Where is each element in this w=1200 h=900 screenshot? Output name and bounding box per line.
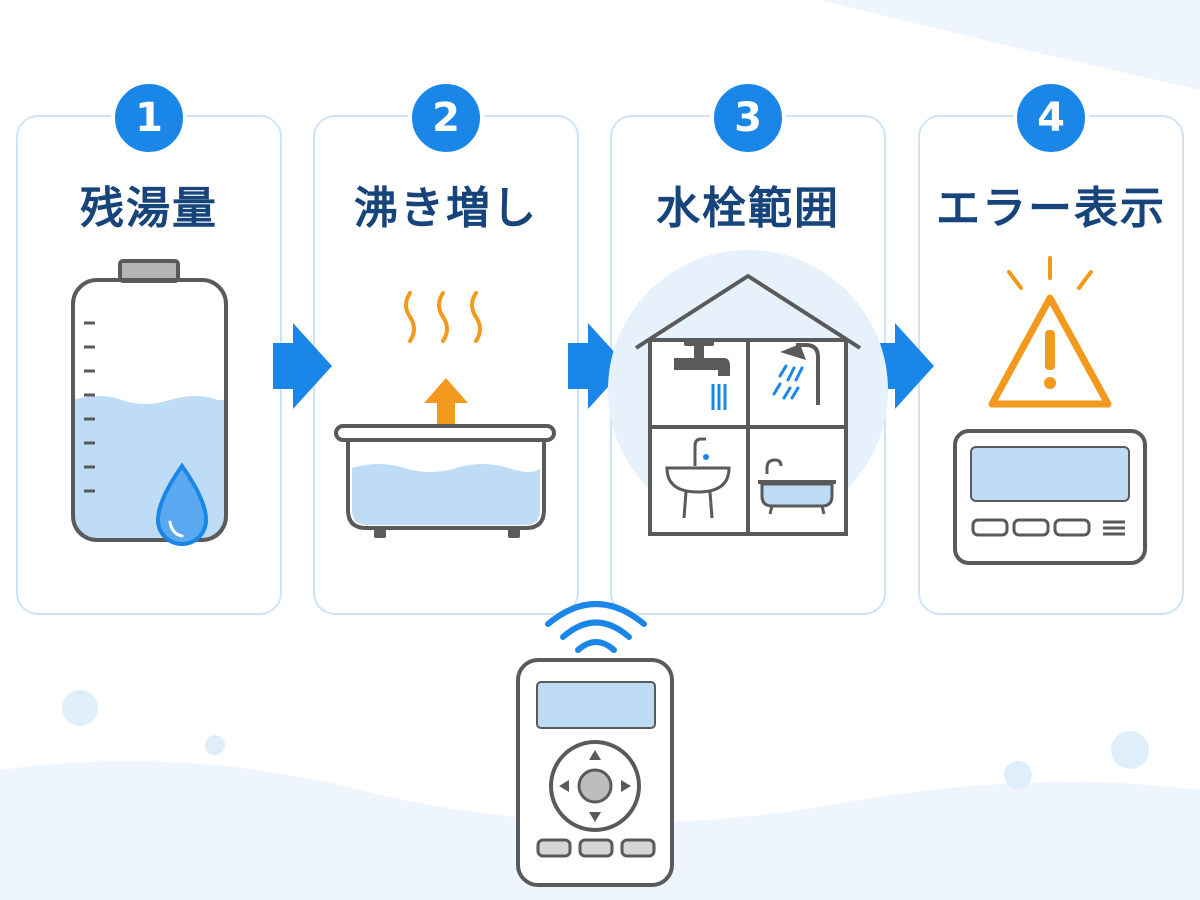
error-warning-icon bbox=[953, 256, 1147, 565]
water-tank-icon bbox=[71, 259, 228, 546]
step-title-1: 残湯量 bbox=[80, 183, 218, 234]
step-title-2: 沸き増し bbox=[354, 183, 538, 234]
house-faucets-icon bbox=[608, 250, 888, 536]
bathtub-reheat-icon bbox=[334, 291, 556, 538]
remote-control-icon bbox=[516, 601, 674, 887]
step-title-4: エラー表示 bbox=[936, 183, 1166, 234]
step-number-badge-4: 4 bbox=[1013, 80, 1089, 156]
step-number-badge-3: 3 bbox=[710, 80, 786, 156]
step-title-3: 水栓範囲 bbox=[656, 183, 840, 234]
step-number-badge-1: 1 bbox=[111, 80, 187, 156]
step-number-badge-2: 2 bbox=[408, 80, 484, 156]
wifi-signal-icon bbox=[545, 601, 647, 653]
arrow-right-icon bbox=[568, 323, 627, 409]
arrow-right-icon bbox=[273, 323, 332, 409]
arrow-right-icon bbox=[875, 323, 934, 409]
